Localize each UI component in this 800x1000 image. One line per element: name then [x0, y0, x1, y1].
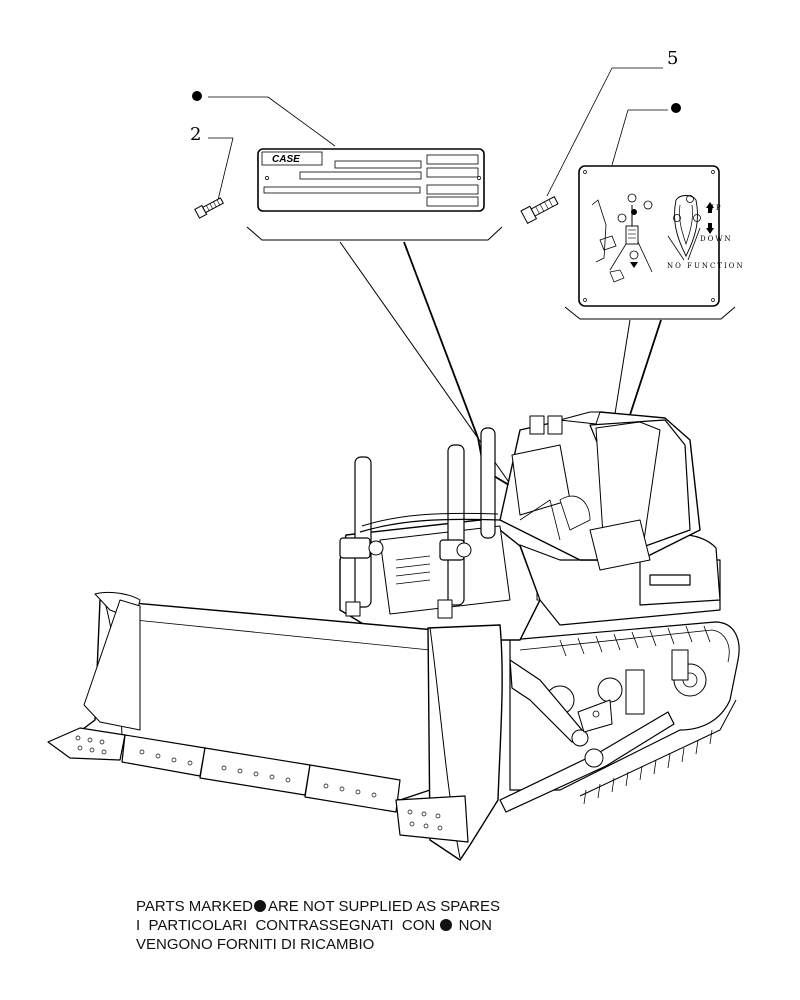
- dot-marker-icon: [253, 900, 266, 912]
- exploded-parts-drawing: 2 CASE 5: [47, 48, 745, 861]
- decal-up-label: UP: [708, 204, 723, 212]
- spares-note-line-3: VENGONO FORNITI DI RICAMBIO: [136, 936, 375, 953]
- callout-2-label: 2: [190, 124, 201, 145]
- control-decal: UP DOWN NO FUNCTION: [578, 165, 745, 307]
- decal-bracket: [564, 306, 736, 320]
- identification-plate: CASE: [257, 148, 485, 212]
- spares-note-line-2-start: I PARTICOLARI CONTRASSEGNATI CON: [136, 917, 436, 934]
- plate-logo: CASE: [272, 154, 300, 165]
- track-assembly: [509, 621, 740, 805]
- spares-note: PARTS MARKED ARE NOT SUPPLIED AS SPARES I…: [136, 897, 776, 954]
- spares-note-line-1-end: ARE NOT SUPPLIED AS SPARES: [267, 898, 500, 915]
- spares-note-line-1-start: PARTS MARKED: [136, 898, 253, 915]
- push-arms: [499, 659, 675, 813]
- bolt-5-icon: [520, 196, 559, 225]
- dot-marker-icon: [440, 919, 453, 931]
- engine-body: [339, 519, 721, 641]
- operator-cab: [499, 411, 701, 571]
- spares-note-line-1: PARTS MARKED ARE NOT SUPPLIED AS SPARES: [136, 897, 776, 916]
- decal-no-function-label: NO FUNCTION: [667, 262, 745, 270]
- plate-not-supplied-marker: [192, 91, 336, 147]
- decal-down-label: DOWN: [700, 235, 733, 243]
- callout-5-label: 5: [667, 48, 678, 69]
- crawler-dozer: [47, 411, 740, 861]
- spares-note-line-2: I PARTICOLARI CONTRASSEGNATI CON NON: [136, 916, 776, 935]
- lift-cylinders: [339, 427, 501, 619]
- plate-bracket: [246, 226, 503, 241]
- cutting-edge-bolt-holes: [75, 735, 443, 831]
- callout-5: 5: [546, 48, 678, 197]
- bolt-2-icon: [194, 197, 224, 219]
- decal-not-supplied-marker: [611, 103, 681, 166]
- callout-2: 2: [190, 124, 234, 201]
- dozer-blade: [47, 591, 503, 861]
- spares-note-line-2-end: NON: [458, 917, 492, 934]
